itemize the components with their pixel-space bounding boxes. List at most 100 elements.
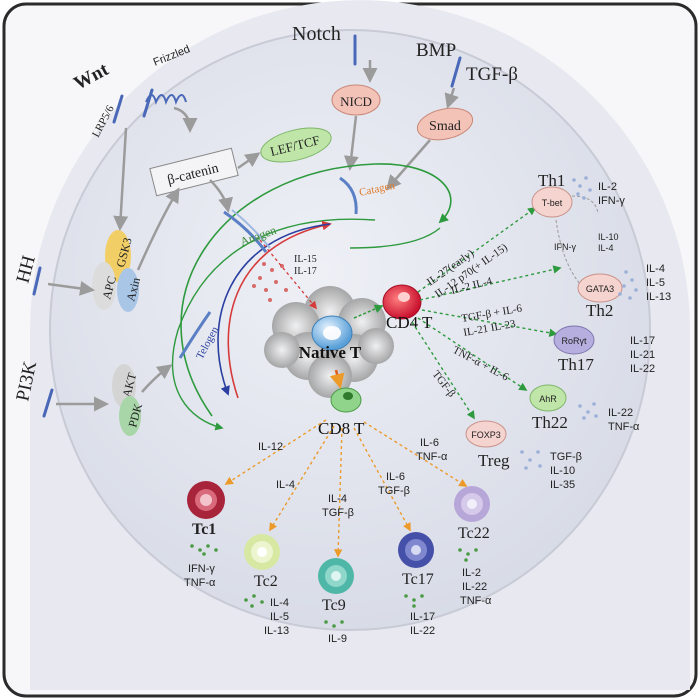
cd8-edge-tc17a: IL-6 bbox=[386, 471, 405, 483]
tc9-cytokine-dots bbox=[324, 620, 344, 628]
tc2-cell bbox=[244, 534, 280, 570]
th17-label: Th17 bbox=[558, 355, 594, 374]
tc22-out-il2: IL-2 bbox=[462, 567, 481, 579]
blue-cycle-arc bbox=[217, 223, 331, 396]
tc22-label: Tc22 bbox=[458, 525, 490, 542]
smad-node bbox=[416, 107, 474, 141]
th17-out-il21: IL-21 bbox=[630, 349, 655, 361]
tc2-out-il13: IL-13 bbox=[264, 625, 289, 637]
cd8-edge-tc9a: IL-4 bbox=[328, 493, 347, 505]
tc2-out-il5: IL-5 bbox=[270, 611, 289, 623]
axin-node bbox=[117, 268, 139, 312]
tc1-label: Tc1 bbox=[192, 521, 216, 538]
th17-out-il17: IL-17 bbox=[630, 335, 655, 347]
tc1-out-tnfa: TNF-α bbox=[184, 577, 216, 589]
th2-label: Th2 bbox=[586, 301, 613, 320]
nicd-node bbox=[331, 84, 381, 116]
native-t-nucleus bbox=[323, 326, 341, 340]
anagen-follicle-icon bbox=[223, 209, 271, 253]
cd8-edge-tc17b: TGF-β bbox=[378, 485, 410, 497]
tc17-out-il17: IL-17 bbox=[410, 611, 435, 623]
ahr-node bbox=[529, 384, 567, 412]
il17-label: IL-17 bbox=[294, 266, 317, 277]
tc1-out-ifng: IFN-γ bbox=[188, 563, 215, 575]
tc17-label: Tc17 bbox=[402, 571, 434, 588]
th1-il10: IL-10 bbox=[598, 232, 619, 242]
treg-out-tgfb: TGF-β bbox=[550, 451, 582, 463]
th22-label: Th22 bbox=[532, 413, 568, 432]
notch-label: Notch bbox=[292, 23, 341, 45]
cd4-t-cell bbox=[382, 284, 422, 320]
th22-out-il22: IL-22 bbox=[608, 407, 633, 419]
tc22-out-tnfa: TNF-α bbox=[460, 595, 492, 607]
apc-node bbox=[92, 262, 116, 310]
apc-label: APC bbox=[99, 275, 119, 301]
th1-ifng-inner: IFN-γ bbox=[554, 242, 576, 252]
tbet-node bbox=[531, 186, 573, 218]
catagen-follicle-icon bbox=[339, 176, 358, 215]
tc9-label: Tc9 bbox=[322, 597, 346, 614]
cd8-edge-tc22a: IL-6 bbox=[420, 437, 439, 449]
mid-cycle-arc bbox=[172, 218, 376, 431]
th1-out-ifng: IFN-γ bbox=[598, 195, 625, 207]
red-cycle-arc bbox=[227, 220, 332, 399]
cd8-edge-tc9b: TGF-β bbox=[322, 507, 354, 519]
th22-out-tnfa: TNF-α bbox=[608, 421, 640, 433]
telogen-follicle-icon bbox=[178, 311, 212, 359]
native-to-cd4-arrow bbox=[353, 304, 384, 319]
tc17-out-il22: IL-22 bbox=[410, 625, 435, 637]
tc22-out-il22: IL-22 bbox=[462, 581, 487, 593]
tc9-out-il9: IL-9 bbox=[328, 633, 347, 645]
th1-il4: IL-4 bbox=[598, 243, 614, 253]
cd8-t-cell bbox=[330, 387, 362, 413]
nicd-label: NICD bbox=[340, 94, 372, 109]
cd8-edge-tc2: IL-4 bbox=[276, 479, 295, 491]
treg-out-il10: IL-10 bbox=[550, 465, 575, 477]
bmp-label: BMP bbox=[416, 40, 456, 61]
th22-cytokine-dots bbox=[578, 402, 598, 420]
rorgt-label: RoRγt bbox=[561, 336, 587, 346]
cd8-differentiation-arrows bbox=[224, 419, 468, 558]
th2-out-il4: IL-4 bbox=[646, 263, 665, 275]
cytokine-to-native-arrow bbox=[259, 239, 317, 310]
treg-out-il35: IL-35 bbox=[550, 479, 575, 491]
lef-tcf-node bbox=[260, 127, 332, 163]
tc2-out-il4: IL-4 bbox=[270, 597, 289, 609]
center-cytokine-dots bbox=[252, 262, 288, 302]
th2-out-il5: IL-5 bbox=[646, 277, 665, 289]
treg-cytokine-dots bbox=[520, 450, 542, 470]
tc17-cell bbox=[398, 532, 434, 568]
pdk-node bbox=[119, 396, 141, 436]
tc2-cytokine-dots bbox=[244, 594, 264, 608]
th2-cytokine-dots bbox=[618, 270, 638, 300]
treg-label: Treg bbox=[478, 451, 510, 470]
th1-th2-link bbox=[555, 219, 581, 285]
cd4-differentiation-arrows bbox=[411, 207, 562, 420]
gata3-label: GATA3 bbox=[586, 284, 614, 294]
th1-cytokine-dots bbox=[572, 176, 592, 200]
rorgt-node bbox=[553, 325, 595, 355]
cd4-t-nucleus bbox=[398, 292, 410, 302]
cd8-edge-tc22b: TNF-α bbox=[416, 451, 448, 463]
pdk-label: PDK bbox=[125, 402, 145, 429]
tc17-cytokine-dots bbox=[404, 594, 424, 608]
background-disc-edge bbox=[49, 29, 651, 631]
tc22-cell bbox=[454, 486, 490, 522]
cd4-t-label: CD4 T bbox=[386, 313, 433, 332]
tc2-label: Tc2 bbox=[254, 573, 278, 590]
frizzled-coil-icon bbox=[145, 94, 187, 105]
th17-out-il22: IL-22 bbox=[630, 363, 655, 375]
tc1-cell bbox=[187, 481, 225, 519]
native-to-cd8-arrow bbox=[329, 369, 345, 389]
th1-label: Th1 bbox=[538, 171, 565, 190]
cd8-edge-tc1: IL-12 bbox=[258, 441, 283, 453]
tc22-cytokine-dots bbox=[458, 548, 478, 562]
outer-cycle-return bbox=[349, 227, 441, 249]
th2-out-il13: IL-13 bbox=[646, 291, 671, 303]
tc9-cell bbox=[318, 558, 354, 594]
gata3-node bbox=[577, 273, 623, 303]
th1-out-il2: IL-2 bbox=[598, 181, 617, 193]
tgfb-label: TGF-β bbox=[466, 64, 518, 85]
signal-arrows bbox=[47, 60, 459, 412]
